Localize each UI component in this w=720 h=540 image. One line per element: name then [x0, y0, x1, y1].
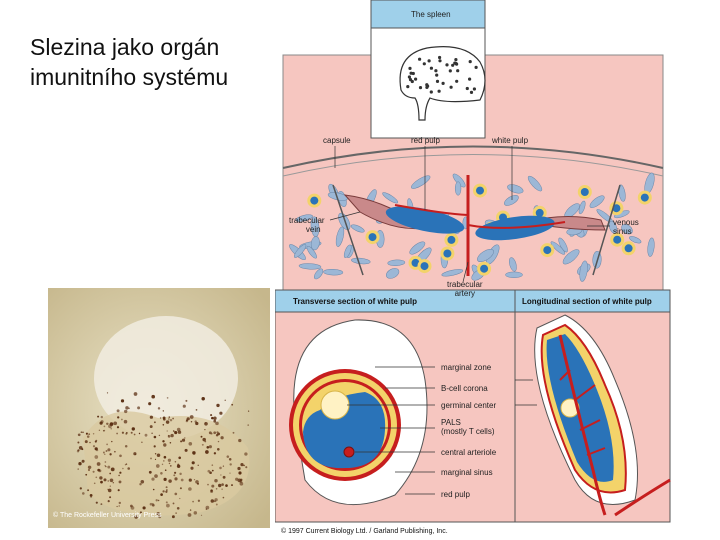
label-trabecular-artery-line2: artery — [454, 289, 476, 298]
label-trabecular-artery: trabecular artery — [447, 280, 483, 298]
label-venous-sinus-line1: venous — [613, 218, 639, 227]
legend-central-arteriole: central arteriole — [441, 448, 497, 457]
legend-pals: PALS (mostly T cells) — [441, 418, 495, 436]
title-line-2: imunitního systému — [30, 64, 229, 90]
central-arteriole — [343, 446, 355, 458]
label-venous-sinus: venous sinus — [613, 218, 639, 236]
spleen-micrograph — [48, 288, 270, 528]
label-trabecular-vein-line2: vein — [305, 225, 321, 234]
label-venous-sinus-line2: sinus — [613, 227, 632, 236]
legend-red-pulp: red pulp — [441, 490, 470, 499]
top-title: The spleen — [411, 10, 451, 19]
legend-marginal-zone: marginal zone — [441, 363, 492, 372]
legend-pals-line2: (mostly T cells) — [441, 427, 495, 436]
label-trabecular-vein: trabecular vein — [289, 216, 325, 234]
label-capsule: capsule — [323, 136, 351, 145]
spleen-schematic: The spleen capsule red pulp white pulp t… — [275, 0, 680, 540]
transverse-title: Transverse section of white pulp — [293, 297, 418, 306]
germinal-center — [320, 390, 350, 420]
legend-bcell-corona: B-cell corona — [441, 384, 488, 393]
figure-copyright: © 1997 Current Biology Ltd. / Garland Pu… — [281, 528, 448, 535]
schematic-drawing — [275, 0, 671, 523]
micrograph-credit: © The Rockefeller University Press — [53, 512, 162, 519]
label-trabecular-artery-line1: trabecular — [447, 280, 483, 289]
slide-title: Slezina jako orgán imunitního systému — [30, 32, 280, 92]
legend-germinal-center: germinal center — [441, 401, 497, 410]
title-line-1: Slezina jako orgán — [30, 34, 220, 60]
legend-pals-line1: PALS — [441, 418, 461, 427]
longitudinal-title: Longitudinal section of white pulp — [522, 297, 652, 306]
top-title-bar — [370, 0, 486, 29]
label-trabecular-vein-line1: trabecular — [289, 216, 325, 225]
label-red-pulp: red pulp — [411, 136, 440, 145]
label-white-pulp: white pulp — [492, 136, 529, 145]
capsule-line — [282, 145, 664, 169]
legend-marginal-sinus: marginal sinus — [441, 468, 493, 477]
